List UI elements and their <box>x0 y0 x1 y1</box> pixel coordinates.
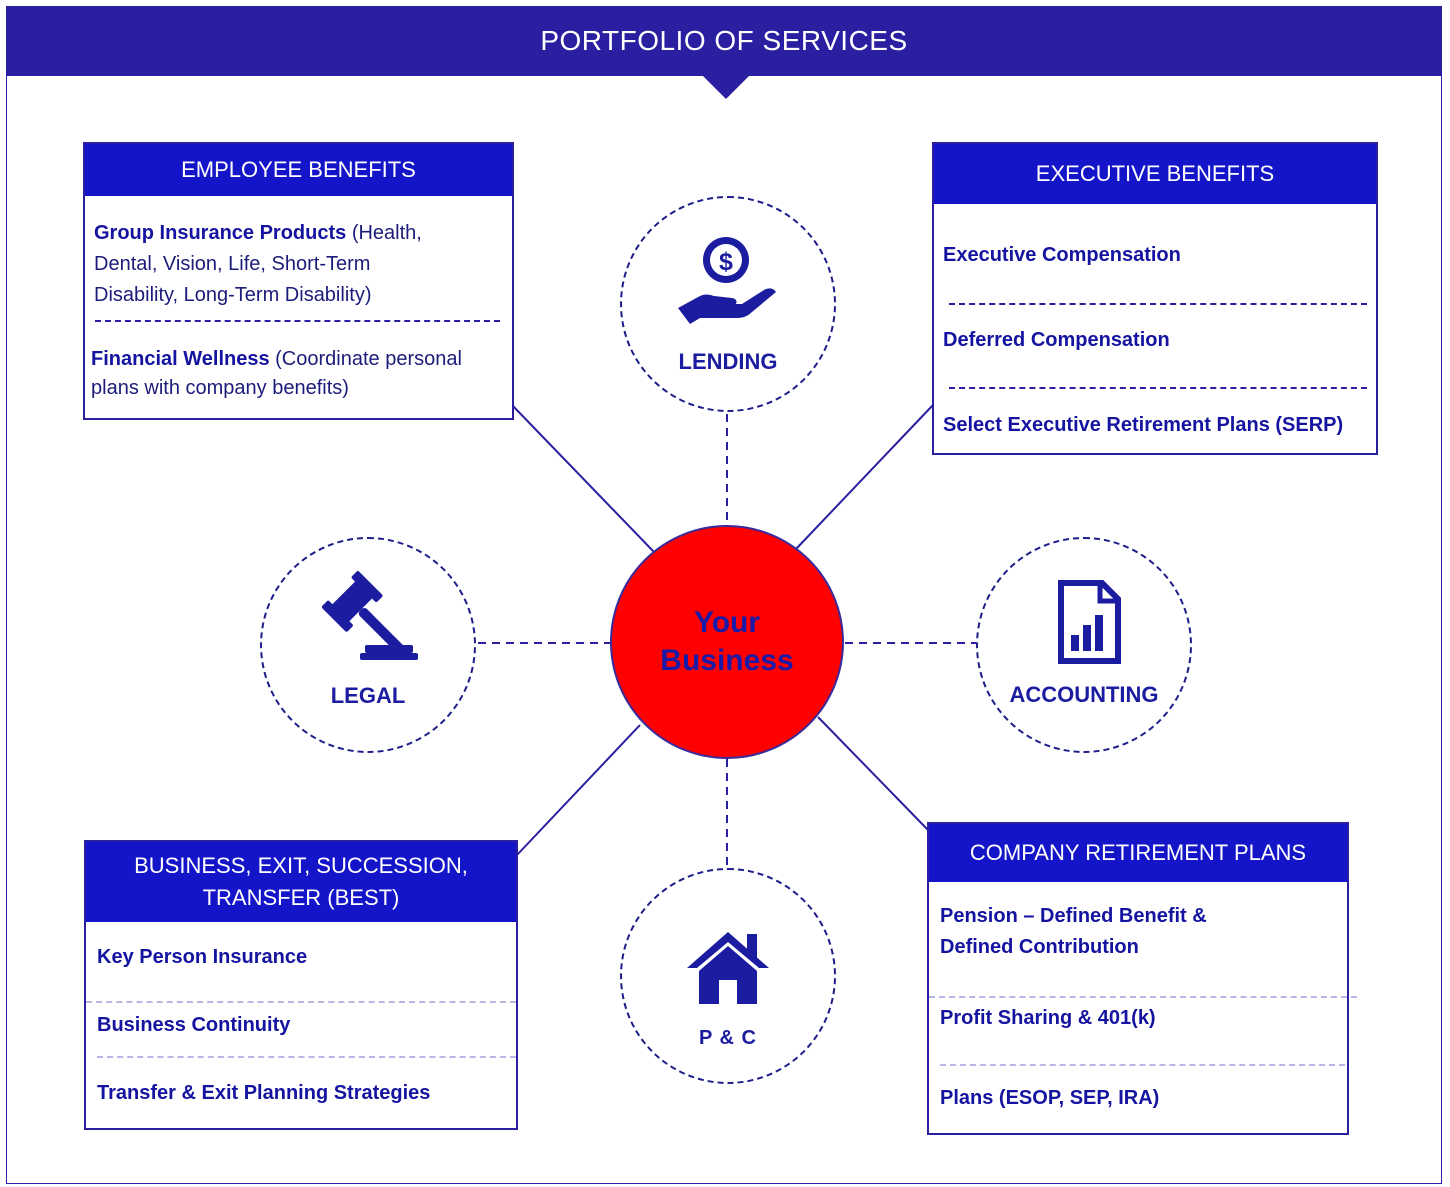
pc-label: P & C <box>699 1027 757 1049</box>
executive-benefits-title: EXECUTIVE BENEFITS <box>1035 161 1275 186</box>
key-person-insurance-item: Key Person Insurance <box>97 946 308 968</box>
retirement-plans-card: COMPANY RETIREMENT PLANS Pension – Defin… <box>927 822 1357 1135</box>
divider <box>949 387 1367 389</box>
line-to-executive-benefits <box>795 404 934 550</box>
employee-benefits-title: EMPLOYEE BENEFITS <box>181 157 416 182</box>
accounting-label: ACCOUNTING <box>1009 682 1159 707</box>
pc-node: P & C <box>620 868 836 1084</box>
pension-item: Pension – Defined Benefit & Defined Cont… <box>940 905 1207 958</box>
best-title-line-1: BUSINESS, EXIT, SUCCESSION, <box>134 853 468 878</box>
best-header: BUSINESS, EXIT, SUCCESSION, TRANSFER (BE… <box>86 842 516 922</box>
retirement-plans-title: COMPANY RETIREMENT PLANS <box>969 840 1307 865</box>
divider <box>949 303 1367 305</box>
divider <box>97 1056 516 1058</box>
profit-sharing-item: Profit Sharing & 401(k) <box>940 1007 1156 1029</box>
best-card: BUSINESS, EXIT, SUCCESSION, TRANSFER (BE… <box>84 840 518 1130</box>
legal-label: LEGAL <box>330 683 406 708</box>
gavel-icon <box>321 571 418 660</box>
group-insurance-desc-2: Dental, Vision, Life, Short-Term <box>94 253 371 275</box>
plans-item: Plans (ESOP, SEP, IRA) <box>940 1087 1160 1109</box>
financial-wellness-title: Financial Wellness <box>91 348 270 370</box>
svg-text:$: $ <box>719 248 733 276</box>
divider <box>95 320 500 322</box>
retirement-plans-header: COMPANY RETIREMENT PLANS <box>929 824 1347 882</box>
executive-benefits-card: EXECUTIVE BENEFITS Executive Compensatio… <box>932 142 1378 455</box>
page-title: PORTFOLIO OF SERVICES <box>6 6 1442 76</box>
financial-wellness-item: Financial Wellness (Coordinate personal … <box>91 344 462 401</box>
divider <box>929 996 1357 998</box>
line-to-retirement-plans <box>817 716 929 831</box>
lending-label: LENDING <box>678 349 778 374</box>
your-business-hub: Your Business <box>610 525 844 759</box>
executive-compensation-item: Executive Compensation <box>943 244 1181 266</box>
best-title-line-2: TRANSFER (BEST) <box>202 885 400 910</box>
group-insurance-desc-1: (Health, <box>346 222 422 244</box>
lending-node: $ LENDING <box>620 196 836 412</box>
financial-wellness-desc-2: plans with company benefits) <box>91 377 349 399</box>
group-insurance-desc-3: Disability, Long-Term Disability) <box>94 284 372 306</box>
group-insurance-item: Group Insurance Products (Health, Dental… <box>94 218 422 311</box>
employee-benefits-header: EMPLOYEE BENEFITS <box>85 144 512 196</box>
house-icon <box>687 932 769 1004</box>
deferred-compensation-item: Deferred Compensation <box>943 329 1170 351</box>
executive-benefits-header: EXECUTIVE BENEFITS <box>934 144 1376 204</box>
accounting-node: ACCOUNTING <box>976 537 1192 753</box>
line-to-employee-benefits <box>511 404 655 553</box>
report-chart-icon <box>1058 580 1121 664</box>
legal-node: LEGAL <box>260 537 476 753</box>
financial-wellness-desc-1: (Coordinate personal <box>269 348 462 370</box>
divider <box>940 1064 1345 1066</box>
group-insurance-title: Group Insurance Products <box>94 222 347 244</box>
center-label-line-1: Your <box>693 606 761 639</box>
line-to-best <box>516 724 641 856</box>
business-continuity-item: Business Continuity <box>97 1014 291 1036</box>
center-label-line-2: Business <box>660 644 794 677</box>
divider <box>86 1001 516 1003</box>
banner-pointer <box>703 76 749 99</box>
hand-dollar-icon: $ <box>678 237 776 324</box>
exit-planning-item: Transfer & Exit Planning Strategies <box>97 1082 431 1104</box>
employee-benefits-card: EMPLOYEE BENEFITS Group Insurance Produc… <box>83 142 514 420</box>
serp-item: Select Executive Retirement Plans (SERP) <box>943 414 1344 436</box>
